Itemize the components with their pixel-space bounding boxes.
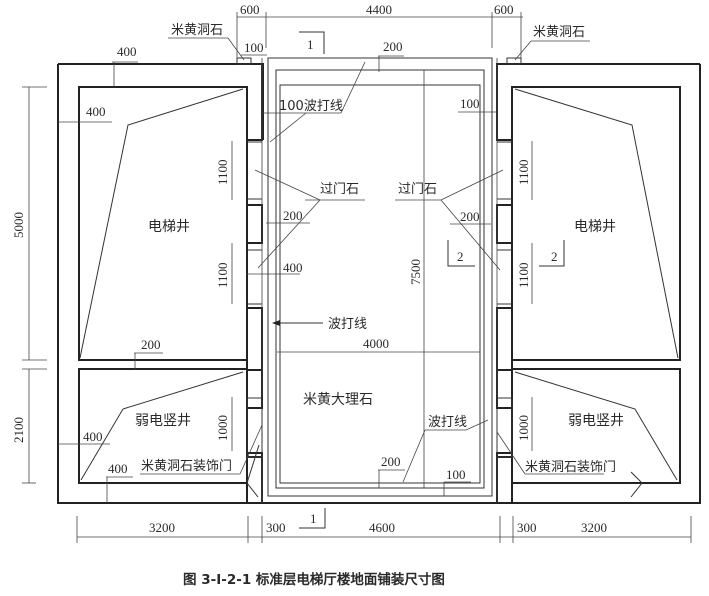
dim-right-100-wave: 100: [460, 96, 480, 111]
right-door-swing-icon: [630, 471, 643, 498]
dim-top-200-wave: 200: [383, 39, 403, 54]
section-mark-bottom-line: [299, 508, 326, 529]
label-wave-line-mid: 波打线: [328, 317, 367, 332]
leader-100-wave-up: [340, 61, 366, 114]
dim-partition-200: 200: [141, 337, 161, 352]
dim-bottom-100: 100: [446, 467, 466, 482]
arrow-wave-mid-icon: [272, 320, 280, 326]
dim-top-100: 100: [244, 40, 264, 55]
right-pier-3: [496, 456, 513, 504]
hall-wave-line-outer: [275, 69, 485, 489]
label-decor-door-left: 米黄洞石装饰门: [141, 459, 232, 474]
dim-left-2100: 2100: [11, 417, 26, 443]
section-mark-left: 2: [457, 249, 464, 264]
room-label-hall-floor: 米黄大理石: [303, 391, 373, 408]
leader-right-stone: [514, 40, 532, 61]
left-stone-cap: [236, 57, 252, 65]
left-door-swing-icon: [246, 444, 260, 498]
label-beige-stone-left: 米黄洞石: [171, 23, 223, 38]
room-label-right-elevator: 电梯井: [574, 219, 616, 235]
room-label-right-weak: 弱电竖井: [568, 413, 624, 429]
leader-100-wave-down: [269, 112, 307, 143]
section-mark-left-line: [447, 240, 475, 267]
leader-decor-right: [496, 431, 526, 475]
left-pier-2: [246, 307, 263, 371]
label-beige-stone-right: 米黄洞石: [533, 25, 585, 40]
dim-right-1100a: 1100: [516, 159, 531, 185]
dim-threshold-200-right: 200: [460, 209, 480, 224]
section-mark-top-line: [299, 31, 325, 54]
dim-top-400-wall: 400: [117, 44, 137, 59]
dim-hall-4000: 4000: [363, 336, 389, 351]
leader-threshold-left-up: [254, 169, 321, 201]
dim-right-1000: 1000: [516, 415, 531, 441]
right-weak-diagonal: [514, 371, 678, 481]
dim-left-1100b: 1100: [215, 262, 230, 288]
dim-hall-7500: 7500: [408, 259, 423, 285]
figure-caption: 图 3-Ⅰ-2-1 标准层电梯厅楼地面铺装尺寸图: [183, 571, 445, 588]
label-threshold-left: 过门石: [320, 182, 359, 197]
dim-left-1100a: 1100: [215, 159, 230, 185]
dim-bottom-3200-left: 3200: [149, 520, 175, 535]
right-shaft-diagonal: [514, 88, 679, 359]
section-mark-right: 2: [551, 249, 558, 264]
dim-left-400: 400: [86, 104, 106, 119]
right-decor-door-zone: [496, 397, 513, 458]
leader-decor-left: [239, 424, 263, 475]
hall-outer-line: [267, 57, 493, 497]
label-threshold-right: 过门石: [398, 182, 437, 197]
section-mark-bottom: 1: [310, 511, 317, 526]
leader-left-stone: [227, 37, 245, 61]
dim-top-600-left: 600: [240, 2, 260, 17]
section-mark-right-line: [539, 240, 565, 267]
dim-bottom-300-left: 300: [266, 520, 286, 535]
leader-threshold-right-down: [440, 199, 501, 271]
left-weak-diagonal: [80, 371, 244, 481]
left-pier-1: [246, 204, 263, 244]
dim-top-600-right: 600: [494, 2, 514, 17]
dim-threshold-200-left: 200: [283, 208, 303, 223]
leader-wave-bottom: [425, 419, 489, 431]
hall-wave-line-inner: [279, 84, 481, 484]
left-elevator-shaft-outline: [79, 86, 262, 141]
dim-threshold-400-left: 400: [283, 260, 303, 275]
dim-top-4400: 4400: [366, 2, 392, 17]
leader-threshold-right-up: [440, 169, 504, 201]
left-shaft-diagonal: [79, 88, 244, 359]
dim-right-1100b: 1100: [516, 262, 531, 288]
label-wave-line-bottom: 波打线: [428, 415, 467, 430]
section-mark-top: 1: [307, 37, 314, 52]
left-pier-3: [246, 456, 263, 504]
dim-bottom-4600: 4600: [369, 520, 395, 535]
leader-wave-bottom-down: [402, 429, 426, 483]
dim-bottom-300-right: 300: [517, 520, 537, 535]
right-pier-2: [496, 307, 513, 371]
dim-bottom-3200-right: 3200: [581, 520, 607, 535]
leader-threshold-left-down: [257, 199, 321, 269]
room-label-left-weak: 弱电竖井: [135, 413, 191, 429]
label-100-wave-line: 100波打线: [279, 99, 343, 114]
label-decor-door-right: 米黄洞石装饰门: [525, 460, 616, 475]
left-decor-door-zone: [246, 397, 263, 458]
dim-weak-400-bottom: 400: [108, 461, 128, 476]
dim-left-5000: 5000: [11, 212, 26, 238]
dim-left-1000: 1000: [215, 415, 230, 441]
right-stone-cap: [506, 57, 522, 65]
dim-bottom-200-wave: 200: [381, 454, 401, 469]
right-pier-1: [496, 204, 513, 244]
dim-weak-400-side: 400: [83, 429, 103, 444]
room-label-left-elevator: 电梯井: [148, 219, 190, 235]
